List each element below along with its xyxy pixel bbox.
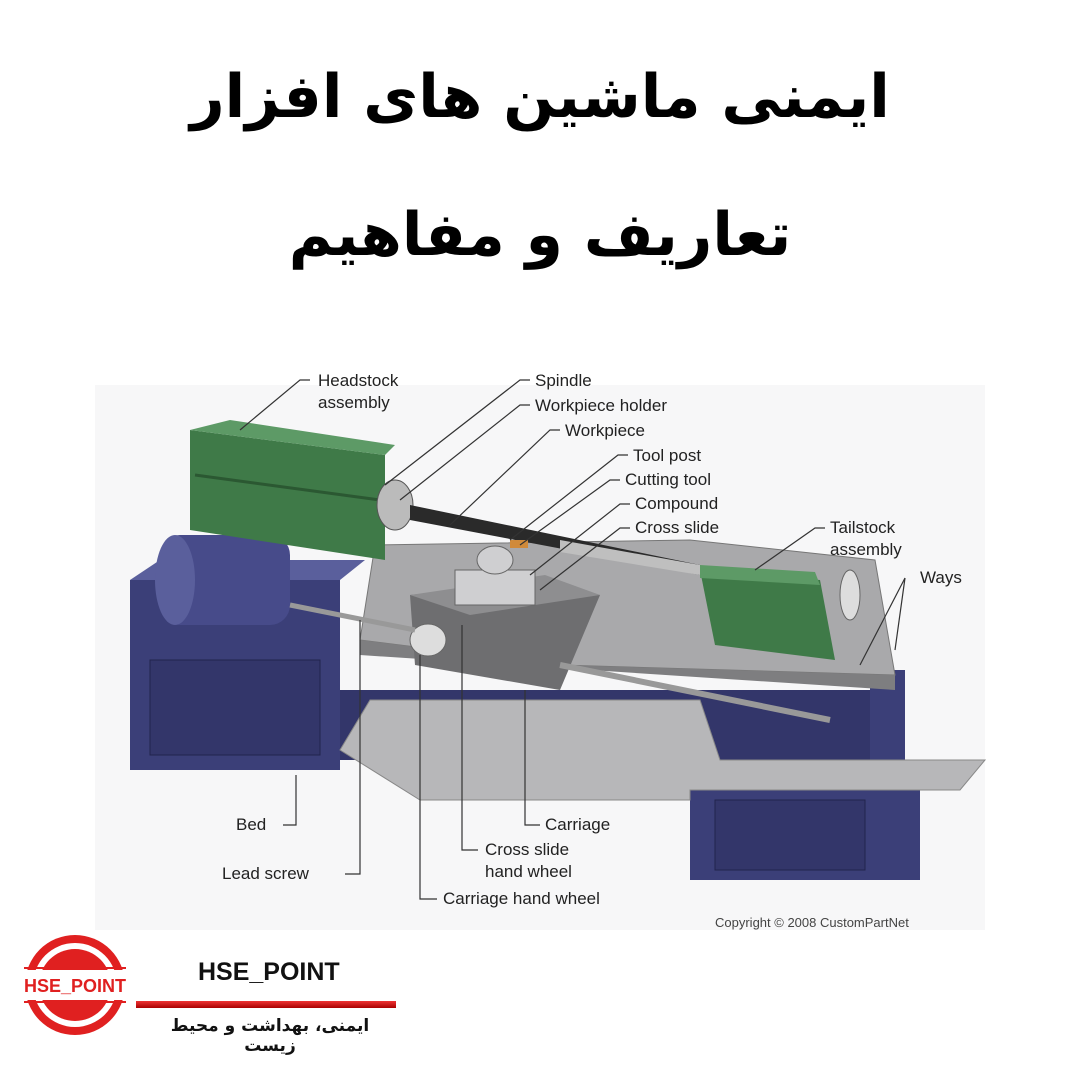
label-workpiece: Workpiece — [565, 421, 645, 440]
hse-point-logo: HSE_POINT — [22, 935, 128, 1035]
label-workpiece-holder: Workpiece holder — [535, 396, 667, 415]
label-compound: Compound — [635, 494, 719, 513]
brand-name: HSE_POINT — [198, 958, 340, 986]
lathe-illustration — [95, 379, 987, 930]
tailstock — [700, 565, 861, 660]
motor — [155, 535, 290, 625]
label-spindle: Spindle — [535, 371, 592, 390]
label-lead-screw: Lead screw — [222, 864, 309, 883]
copyright-notice: Copyright © 2008 CustomPartNet — [715, 915, 909, 930]
label-bed: Bed — [236, 815, 267, 834]
label-headstock-assembly: Headstock assembly — [318, 371, 399, 412]
brand-divider — [136, 1001, 396, 1008]
label-tool-post: Tool post — [633, 446, 702, 465]
leader-lines — [239, 379, 906, 900]
label-cutting-tool: Cutting tool — [625, 470, 711, 489]
chip-pan — [339, 699, 987, 801]
title-line-1: ایمنی ماشین های افزار — [190, 62, 890, 132]
lead-screw — [289, 602, 416, 633]
title-line-2: تعاریف و مفاهیم — [288, 200, 792, 270]
label-carriage: Carriage — [545, 815, 611, 834]
label-ways: Ways — [920, 568, 962, 587]
label-cross-slide: Cross slide — [635, 518, 720, 537]
label-tailstock-assembly: Tailstock assembly — [830, 518, 902, 559]
label-cross-slide-hand-wheel: Cross slide hand wheel — [485, 840, 572, 881]
svg-text:HSE_POINT: HSE_POINT — [24, 976, 126, 996]
brand-tagline: ایمنی، بهداشت و محیط زیست — [170, 1016, 370, 1056]
carriage — [409, 540, 600, 690]
label-carriage-hand-wheel: Carriage hand wheel — [443, 889, 600, 908]
